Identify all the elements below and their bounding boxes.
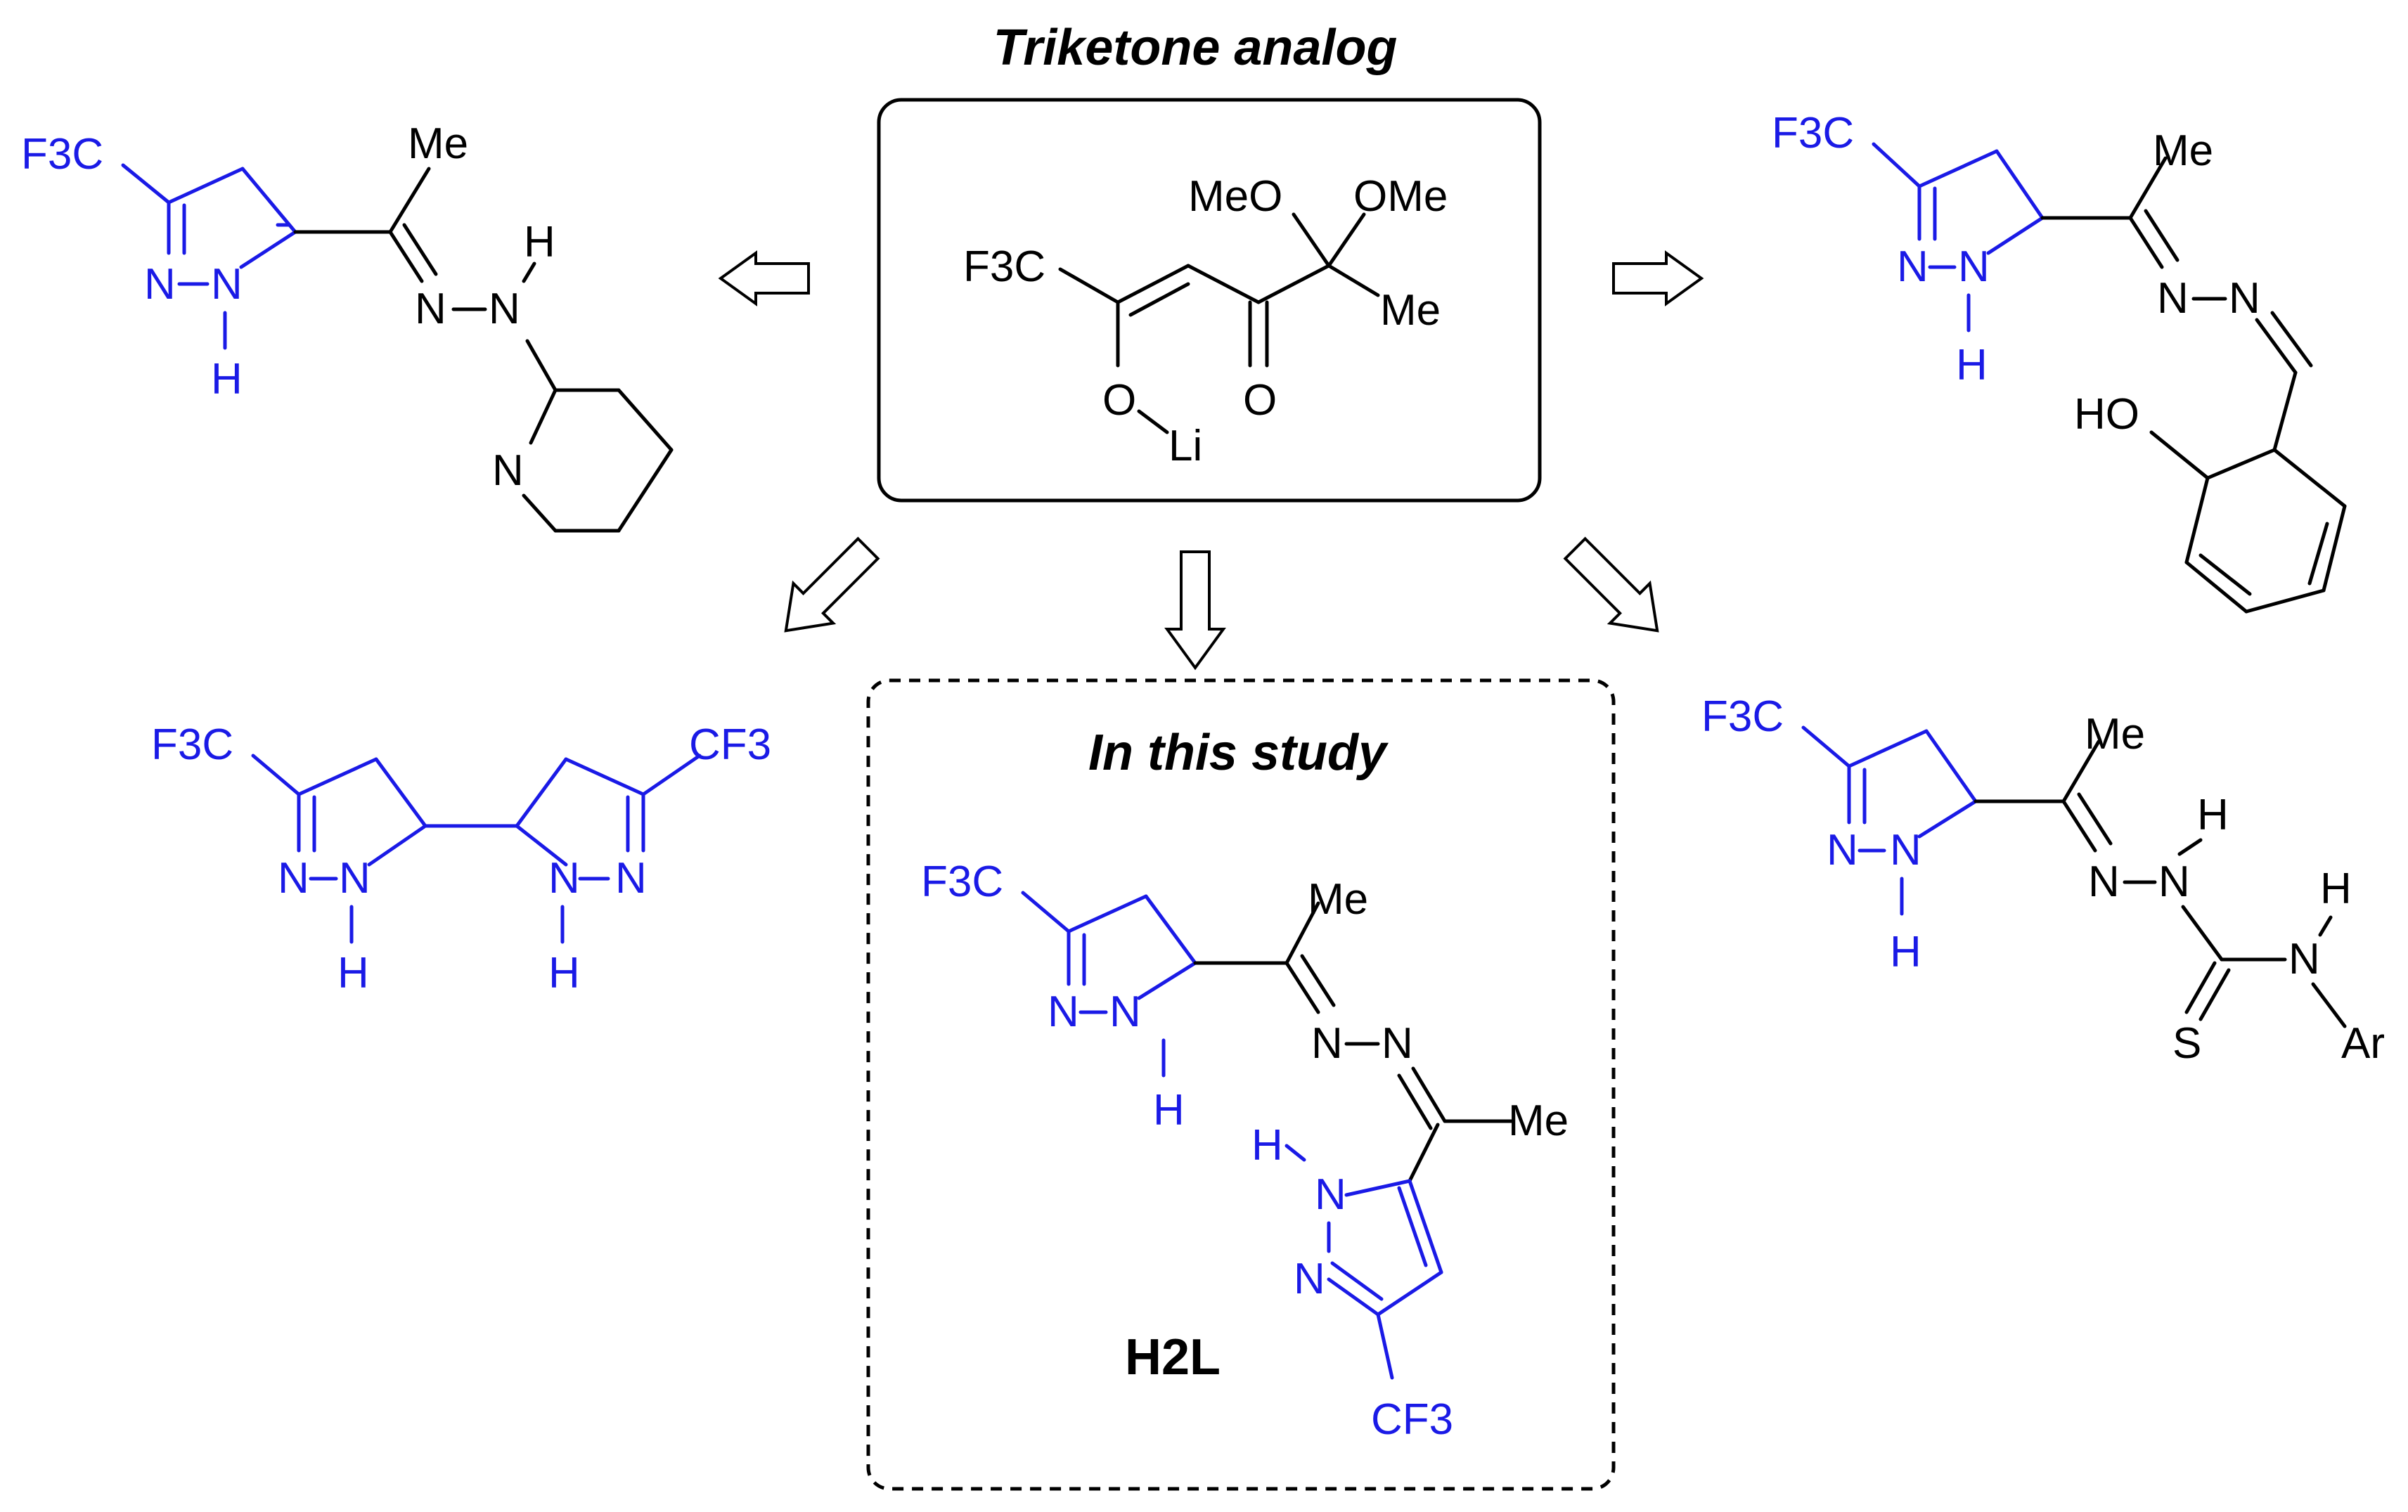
h2l-label: H2L	[1125, 1329, 1221, 1385]
svg-text:H: H	[1153, 1086, 1185, 1135]
svg-text:N: N	[211, 260, 243, 309]
svg-text:N: N	[1294, 1255, 1325, 1303]
salicylidene-azine-compound: F3C N N H Me N N HO	[1772, 109, 2347, 614]
svg-text:HO: HO	[2074, 390, 2139, 439]
ome-label: OMe	[1353, 172, 1448, 221]
svg-text:N: N	[1109, 988, 1141, 1036]
oxygen-label: O	[1243, 376, 1277, 425]
svg-text:N: N	[1382, 1019, 1413, 1068]
bond	[1327, 264, 1380, 297]
pyridylhydrazone-compound: F3C N N H Me N N H N	[21, 119, 674, 533]
svg-text:F3C: F3C	[151, 721, 233, 769]
svg-text:H: H	[2197, 791, 2229, 839]
svg-text:H: H	[337, 949, 369, 997]
bond	[1116, 264, 1190, 304]
bond	[1058, 267, 1120, 304]
svg-text:N: N	[278, 854, 309, 903]
svg-text:N: N	[2157, 274, 2189, 323]
bond	[1186, 264, 1261, 304]
svg-text:F3C: F3C	[21, 130, 103, 179]
svg-text:N: N	[615, 854, 647, 903]
bond	[1128, 282, 1190, 317]
triketone-cf3-label: F3C	[963, 243, 1045, 291]
svg-text:N: N	[492, 446, 524, 495]
svg-text:N: N	[1897, 243, 1929, 291]
thiosemicarbazone-compound: F3C N N H Me N N H N H S Ar	[1701, 692, 2385, 1068]
svg-text:N: N	[2158, 858, 2190, 906]
svg-text:CF3: CF3	[1371, 1395, 1453, 1444]
svg-text:H: H	[524, 218, 555, 266]
study-title: In this study	[1088, 725, 1389, 781]
study-box: In this study F3C N N H Me N N Me H N N	[866, 678, 1616, 1491]
svg-text:Me: Me	[2085, 710, 2145, 758]
svg-text:N: N	[2229, 274, 2260, 323]
meo-label: MeO	[1188, 172, 1282, 221]
svg-text:N: N	[1890, 826, 1921, 874]
svg-text:N: N	[1958, 243, 1990, 291]
bond	[1327, 212, 1366, 268]
svg-text:H: H	[2320, 865, 2352, 913]
bipyrazole-compound: F3C N N H CF3 N N H	[151, 721, 771, 997]
svg-text:N: N	[1315, 1170, 1346, 1219]
svg-text:F3C: F3C	[921, 858, 1003, 906]
svg-text:N: N	[415, 285, 446, 333]
svg-text:N: N	[1827, 826, 1858, 874]
arrow-down	[1164, 550, 1226, 671]
svg-text:Ar: Ar	[2341, 1019, 2385, 1068]
svg-text:H: H	[1251, 1121, 1283, 1170]
arrow-down-right	[1563, 536, 1659, 633]
svg-text:N: N	[144, 260, 176, 309]
bond	[1292, 212, 1331, 268]
arrow-down-left	[784, 536, 880, 633]
study-frame	[866, 678, 1616, 1491]
svg-text:N: N	[2088, 858, 2120, 906]
lithium-label: Li	[1168, 422, 1202, 470]
triketone-title: Triketone analog	[993, 20, 1398, 76]
bond	[1256, 264, 1331, 304]
triketone-box: F3C O Li O MeO OMe Me	[877, 98, 1542, 503]
svg-text:F3C: F3C	[1772, 109, 1854, 157]
arrow-left	[718, 250, 810, 306]
svg-text:N: N	[1048, 988, 1079, 1036]
svg-text:H: H	[548, 949, 580, 997]
svg-text:N: N	[339, 854, 371, 903]
svg-text:N: N	[1311, 1019, 1343, 1068]
svg-text:N: N	[548, 854, 580, 903]
svg-text:N: N	[489, 285, 520, 333]
arrow-right	[1612, 250, 1704, 306]
svg-text:Me: Me	[1308, 875, 1368, 924]
svg-text:F3C: F3C	[1701, 692, 1784, 741]
svg-text:Me: Me	[1508, 1097, 1569, 1145]
svg-text:Me: Me	[408, 119, 468, 168]
bond	[1137, 409, 1169, 434]
svg-text:CF3: CF3	[689, 721, 771, 769]
svg-text:S: S	[2172, 1019, 2201, 1068]
svg-text:N: N	[2288, 935, 2320, 983]
me-label: Me	[1380, 286, 1441, 335]
svg-text:H: H	[1956, 341, 1988, 389]
oxygen-label: O	[1102, 376, 1136, 425]
svg-text:Me: Me	[2153, 127, 2213, 175]
triketone-frame	[877, 98, 1542, 503]
svg-text:H: H	[1890, 928, 1921, 976]
svg-text:H: H	[211, 355, 243, 403]
